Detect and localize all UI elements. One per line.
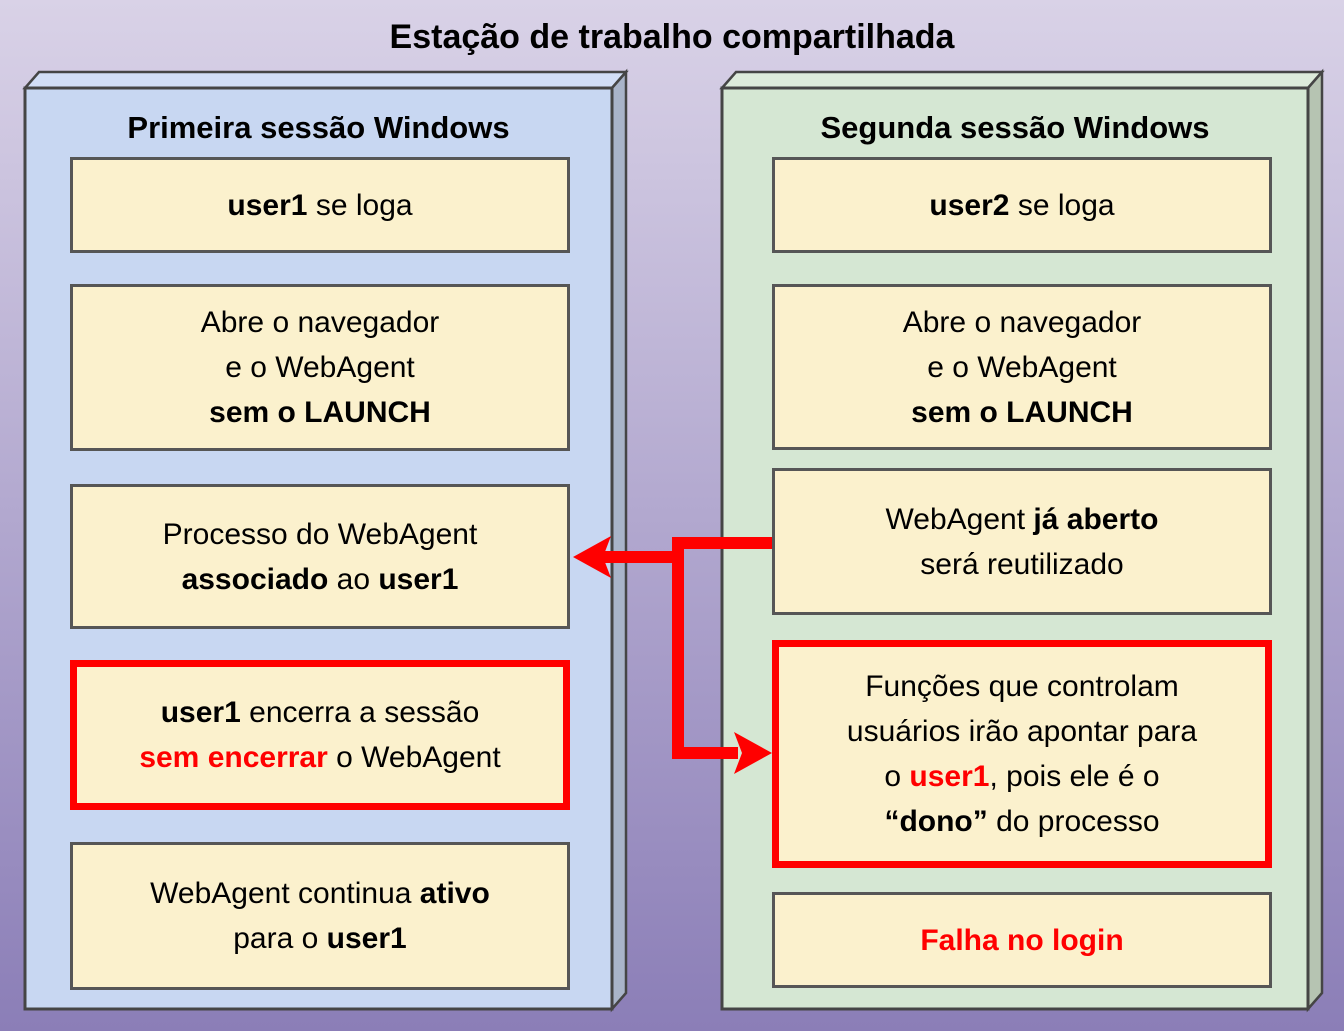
- box-falha-no-login-text: Falha no login: [920, 923, 1124, 957]
- panel-second-session-top-face: [719, 70, 1325, 90]
- box-webagent-continua-ativo: WebAgent continua ativo para o user1: [70, 842, 570, 990]
- box-abre-navegador-sessao1-text: Abre o navegador e o WebAgent sem o LAUN…: [200, 306, 440, 429]
- box-user2-se-loga-text: user2 se loga: [929, 188, 1115, 222]
- box-webagent-ja-aberto-text: WebAgent já aberto será reutilizado: [885, 502, 1159, 581]
- box-processo-associado-user1: Processo do WebAgent associado ao user1: [70, 484, 570, 629]
- box-user1-encerra-sessao: user1 encerra a sessão sem encerrar o We…: [70, 660, 570, 810]
- box-abre-navegador-sessao1: Abre o navegador e o WebAgent sem o LAUN…: [70, 284, 570, 451]
- arrow-branch-to-functions-head: [734, 732, 772, 774]
- box-funcoes-apontam-user1-text: Funções que controlam usuários irão apon…: [846, 670, 1198, 838]
- box-user1-se-loga: user1 se loga: [70, 157, 570, 253]
- box-abre-navegador-sessao2: Abre o navegador e o WebAgent sem o LAUN…: [772, 284, 1272, 450]
- arrow-branch-to-functions-line: [672, 545, 738, 759]
- box-webagent-ja-aberto: WebAgent já aberto será reutilizado: [772, 468, 1272, 615]
- box-user1-se-loga-text: user1 se loga: [227, 188, 413, 222]
- box-abre-navegador-sessao2-text: Abre o navegador e o WebAgent sem o LAUN…: [902, 305, 1142, 429]
- panel-first-session-top-face: [22, 70, 629, 90]
- diagram-title: Estação de trabalho compartilhada: [389, 18, 955, 56]
- panel-first-session-side-face: [610, 68, 628, 1013]
- box-funcoes-apontam-user1: Funções que controlam usuários irão apon…: [772, 640, 1272, 868]
- column-header-second-session: Segunda sessão Windows: [820, 110, 1210, 145]
- box-webagent-continua-ativo-text: WebAgent continua ativo para o user1: [150, 877, 490, 955]
- box-user1-encerra-sessao-text: user1 encerra a sessão sem encerrar o We…: [139, 696, 501, 774]
- panel-second-session-side-face: [1306, 68, 1324, 1013]
- arrow-reuse-to-process-head: [573, 536, 611, 578]
- box-user2-se-loga: user2 se loga: [772, 157, 1272, 253]
- box-falha-no-login: Falha no login: [772, 892, 1272, 988]
- box-processo-associado-user1-text: Processo do WebAgent associado ao user1: [162, 517, 478, 596]
- column-header-first-session: Primeira sessão Windows: [127, 110, 510, 145]
